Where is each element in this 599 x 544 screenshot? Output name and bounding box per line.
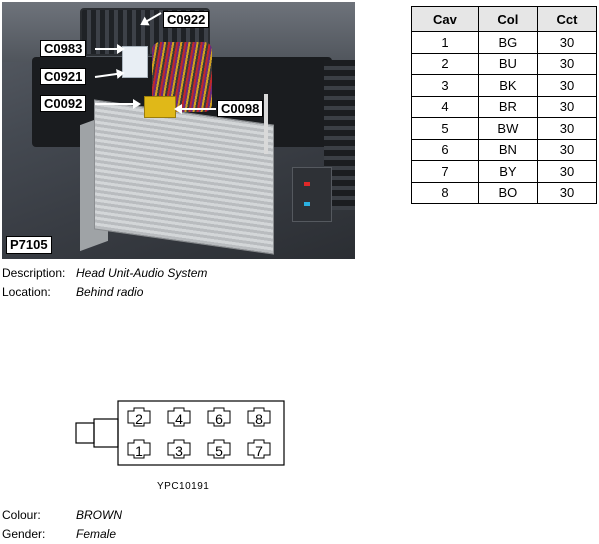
- arrow-c0092: [95, 99, 141, 109]
- pin-cavity: 8: [247, 407, 271, 427]
- connector-latch: [93, 418, 119, 448]
- header-cct: Cct: [536, 6, 598, 32]
- pin-cavity: 7: [247, 439, 271, 459]
- gender-value: Female: [76, 527, 117, 541]
- antenna-cable: [264, 94, 268, 154]
- cell-cav: 6: [411, 138, 479, 161]
- cell-cav: 2: [411, 52, 479, 75]
- head-unit: [94, 99, 274, 255]
- blue-indicator: [304, 202, 310, 206]
- cell-col: BK: [477, 74, 538, 97]
- pin-number: 7: [255, 443, 263, 459]
- cell-cct: 30: [536, 117, 598, 140]
- connector-face-diagram: 2 4 6 8 1 3 5 7: [75, 400, 285, 466]
- component-photo: [2, 2, 355, 259]
- cell-cav: 5: [411, 117, 479, 140]
- callout-c0092: C0092: [40, 95, 87, 112]
- pin-cavity: 2: [127, 407, 151, 427]
- arrow-c0983: [95, 44, 125, 54]
- cell-col: BG: [477, 31, 538, 54]
- header-col: Col: [477, 6, 538, 32]
- cell-cct: 30: [536, 31, 598, 54]
- cell-col: BN: [477, 138, 538, 161]
- cell-cct: 30: [536, 181, 598, 204]
- cell-col: BU: [477, 52, 538, 75]
- pin-number: 2: [135, 411, 143, 427]
- pin-number: 5: [215, 443, 223, 459]
- description-value: Head Unit-Audio System: [76, 266, 208, 280]
- connector-tab: [75, 422, 95, 444]
- cell-cct: 30: [536, 95, 598, 118]
- description-label: Description:: [2, 266, 66, 280]
- white-connector: [122, 46, 148, 78]
- table-header-row: Cav Col Cct: [411, 6, 598, 32]
- photo-id: P7105: [6, 236, 52, 254]
- cell-col: BY: [477, 160, 538, 183]
- red-indicator: [304, 182, 310, 186]
- pin-cavity: 3: [167, 439, 191, 459]
- colour-label: Colour:: [2, 508, 41, 522]
- pin-number: 1: [135, 443, 143, 459]
- pin-number: 3: [175, 443, 183, 459]
- cell-col: BW: [477, 117, 538, 140]
- cell-col: BR: [477, 95, 538, 118]
- cell-cav: 4: [411, 95, 479, 118]
- location-value: Behind radio: [76, 285, 144, 299]
- cell-cct: 30: [536, 74, 598, 97]
- location-label: Location:: [2, 285, 51, 299]
- callout-c0921: C0921: [40, 68, 87, 85]
- yellow-connector: [144, 96, 176, 118]
- cell-cav: 8: [411, 181, 479, 204]
- arrow-c0098: [174, 104, 216, 114]
- header-cav: Cav: [411, 6, 479, 32]
- connector-code: YPC10191: [157, 481, 210, 492]
- switch-panel: [292, 167, 332, 222]
- cell-cav: 3: [411, 74, 479, 97]
- callout-c0098: C0098: [217, 100, 264, 117]
- pin-number: 8: [255, 411, 263, 427]
- pin-number: 6: [215, 411, 223, 427]
- connector-body: [117, 400, 285, 466]
- cell-cav: 1: [411, 31, 479, 54]
- pin-cavity: 1: [127, 439, 151, 459]
- colour-value: BROWN: [76, 508, 122, 522]
- pin-cavity: 4: [167, 407, 191, 427]
- callout-c0983: C0983: [40, 40, 87, 57]
- gender-label: Gender:: [2, 527, 46, 541]
- callout-c0922: C0922: [163, 11, 210, 28]
- cell-cct: 30: [536, 160, 598, 183]
- cell-cct: 30: [536, 52, 598, 75]
- pin-cavity: 5: [207, 439, 231, 459]
- cell-cct: 30: [536, 138, 598, 161]
- cell-col: BO: [477, 181, 538, 204]
- pin-cavity: 6: [207, 407, 231, 427]
- pin-number: 4: [175, 411, 183, 427]
- cell-cav: 7: [411, 160, 479, 183]
